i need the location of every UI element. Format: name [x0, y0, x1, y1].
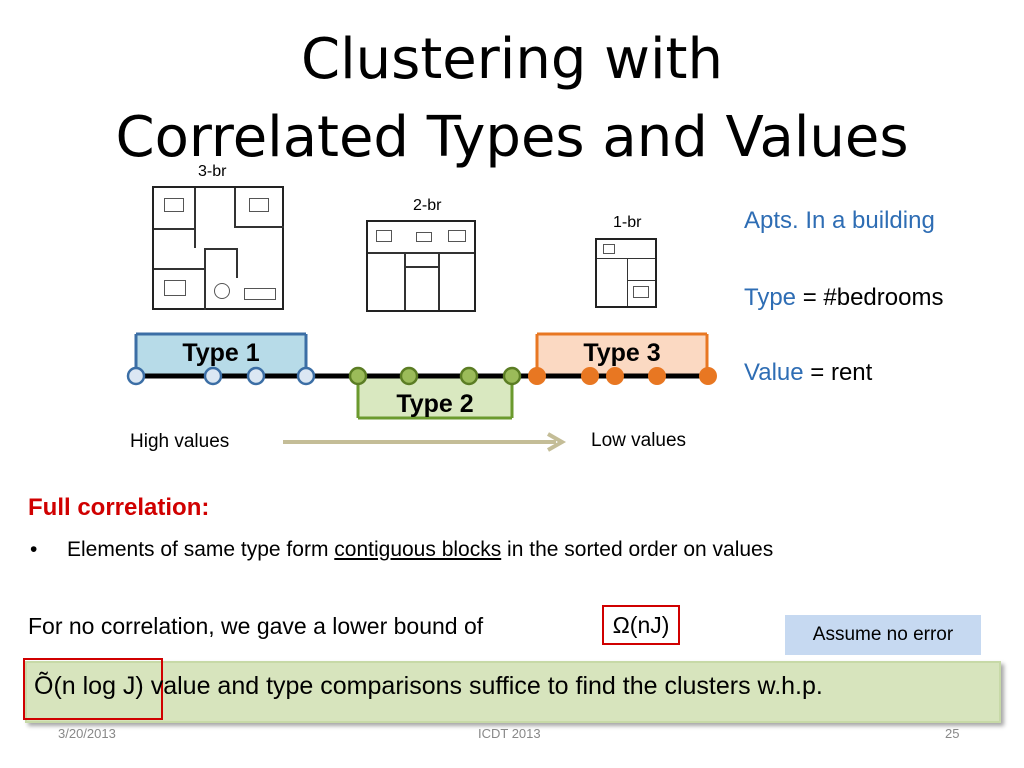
- lower-bound-text: For no correlation, we gave a lower boun…: [28, 613, 484, 639]
- footer-page-number: 25: [945, 726, 960, 741]
- type1-box: [136, 334, 306, 374]
- type1-node: [246, 366, 266, 386]
- type3-node: [606, 367, 624, 385]
- low-values-label: Low values: [591, 430, 686, 451]
- type1-node: [126, 366, 146, 386]
- type2-node: [348, 366, 368, 386]
- floorplan-1br-image: [595, 238, 657, 308]
- type3-label: Type 3: [583, 339, 660, 367]
- type3-node: [528, 367, 546, 385]
- side-note-type: Type = #bedrooms: [744, 284, 944, 311]
- floorplan-2br-image: [366, 220, 476, 312]
- type2-box: [358, 376, 512, 418]
- type3-node: [699, 367, 717, 385]
- title-line-2: Correlated Types and Values: [115, 105, 909, 170]
- floorplan-3br-image: [152, 186, 284, 310]
- side-note-apartments: Apts. In a building: [744, 207, 935, 234]
- soft-o-bound-highlight: [23, 658, 163, 720]
- type1-node: [203, 366, 223, 386]
- type2-node: [459, 366, 479, 386]
- footer-venue: ICDT 2013: [478, 726, 541, 741]
- contiguous-blocks-bullet: Elements of same type form contiguous bl…: [67, 538, 774, 561]
- full-correlation-heading: Full correlation:: [28, 494, 210, 521]
- omega-nj-bound: Ω(nJ): [602, 605, 680, 645]
- type2-label: Type 2: [396, 390, 473, 418]
- type3-node: [581, 367, 599, 385]
- result-text: Õ(n log J) value and type comparisons su…: [34, 672, 823, 700]
- footer-date: 3/20/2013: [58, 726, 116, 741]
- result-banner: [25, 661, 1001, 723]
- type2-node: [502, 366, 522, 386]
- floorplan-label-3br: 3-br: [198, 163, 227, 180]
- floorplan-label-2br: 2-br: [413, 197, 442, 214]
- title-line-1: Clustering with: [301, 27, 723, 92]
- floorplan-label-1br: 1-br: [613, 214, 642, 231]
- type1-label: Type 1: [182, 339, 259, 367]
- type-cluster-diagram: Type 1 Type 3 Type 2 High values Low val…: [126, 332, 717, 452]
- assume-no-error-badge: Assume no error: [785, 615, 981, 655]
- side-note-value: Value = rent: [744, 359, 873, 386]
- high-values-label: High values: [130, 431, 229, 452]
- type1-node: [296, 366, 316, 386]
- type3-box: [537, 334, 707, 374]
- type2-node: [399, 366, 419, 386]
- bullet-dot: •: [30, 538, 38, 561]
- type3-node: [648, 367, 666, 385]
